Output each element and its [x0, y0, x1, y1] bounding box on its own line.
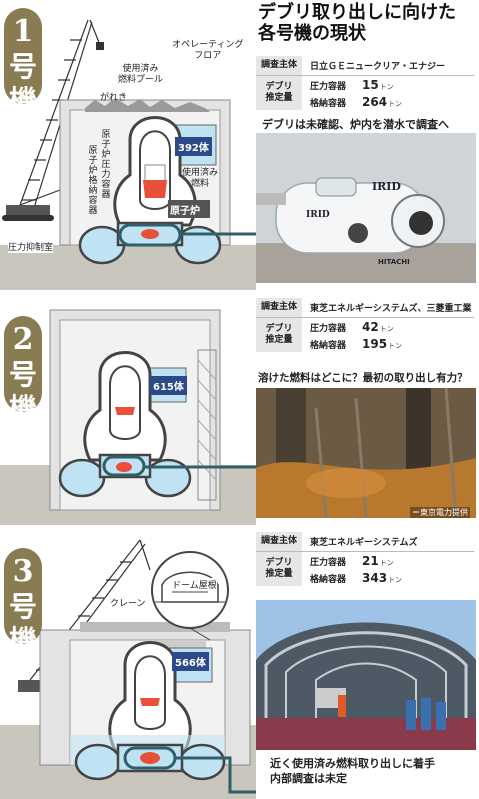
unit2-photo-interior: [256, 388, 476, 518]
unit2-caption: 溶けた燃料はどこに？最初の取り出し有力？: [258, 372, 468, 384]
label-dome-roof: ドーム屋根: [172, 578, 217, 591]
unit1-photo-robot: [256, 133, 476, 283]
unit3-pool-count: 566体: [172, 652, 209, 671]
robot-text-irid-2: IRID: [306, 210, 330, 220]
unit1-caption: デブリは未確認、炉内を潜水で調査へ: [262, 118, 449, 131]
unit3-badge: 3 号機: [4, 548, 42, 657]
unit2-credit: ＝東京電力提供: [410, 507, 470, 518]
label-spent-fuel-pool: 使用済み 燃料プール: [118, 64, 164, 85]
robot-text-irid-1: IRID: [372, 180, 401, 193]
label-suppression-chamber: 圧力抑制室: [8, 240, 54, 253]
unit1-pool-count: 392体: [175, 137, 212, 156]
label-spent-fuel: 使用済み 燃料: [182, 168, 219, 189]
unit3-photo-dome: [256, 600, 476, 750]
label-reactor-pressure-vessel: 原子炉圧力容器: [101, 130, 111, 200]
unit2-badge: 2 号機: [4, 316, 42, 425]
label-crane: クレーン: [110, 596, 146, 609]
label-reactor: 原子炉: [170, 206, 200, 217]
page-title: デブリ取り出しに向けた 各号機の現状: [258, 2, 456, 44]
label-reactor-containment-vessel: 原子炉格納容器: [88, 146, 98, 216]
unit1-badge: 1 号機: [4, 8, 42, 117]
label-operating-floor: オペレーティング フロア: [172, 40, 244, 61]
unit2-pool-count: 615体: [150, 376, 187, 395]
label-rubble: がれき: [100, 93, 128, 103]
unit2-diagram: [0, 309, 256, 525]
unit3-caption: 近く使用済み燃料取り出しに着手 内部調査は未定: [270, 757, 435, 785]
robot-text-hitachi: HITACHI: [378, 258, 410, 266]
